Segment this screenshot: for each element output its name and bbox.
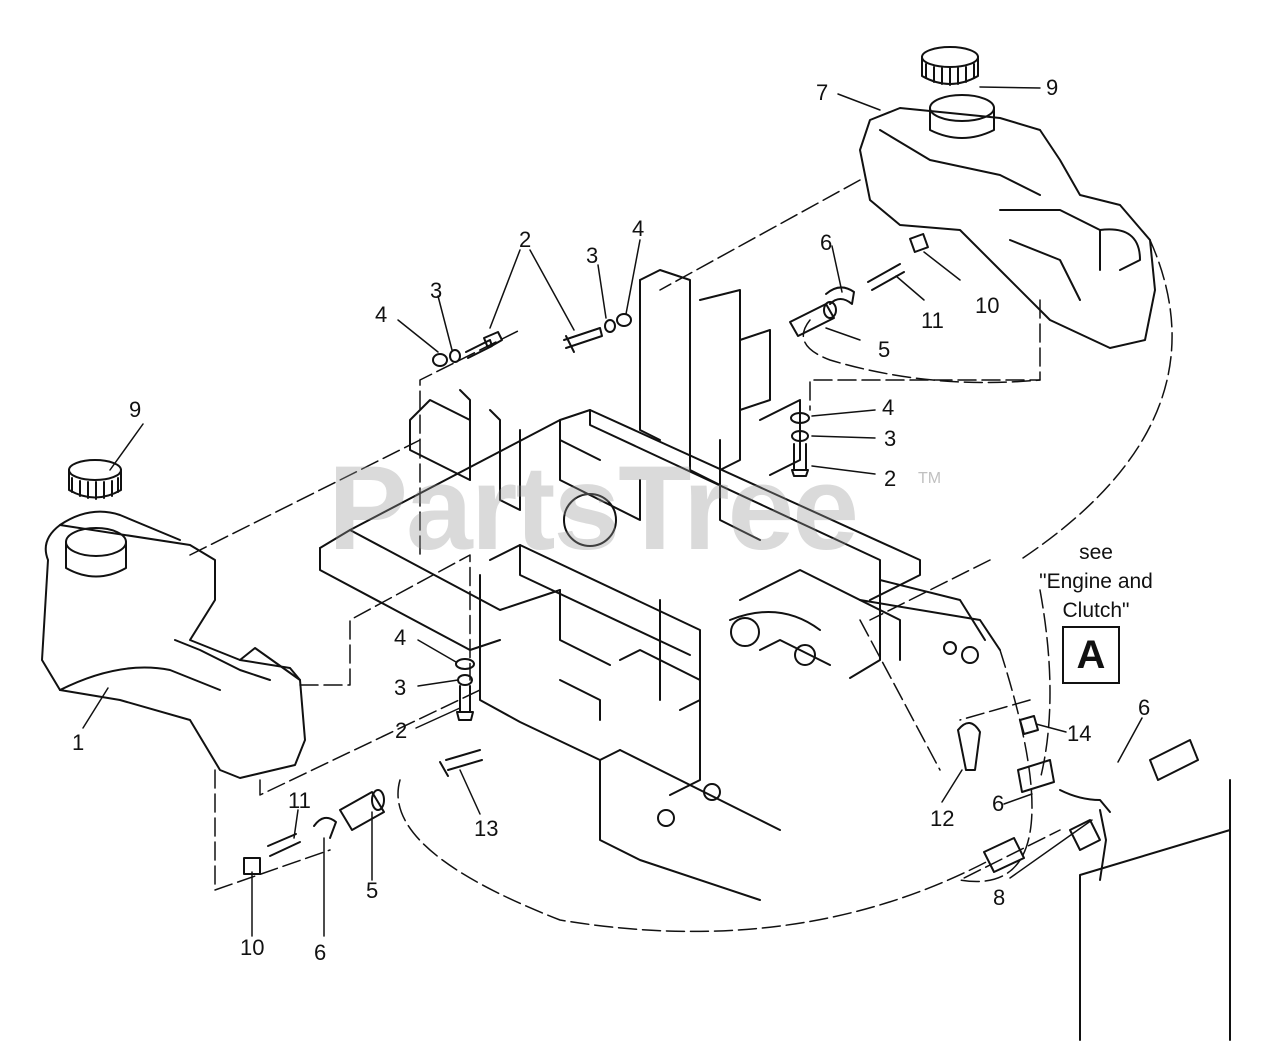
right-fuel-line-parts (789, 233, 929, 337)
callout-3: 3 (586, 243, 599, 268)
leader-lines (82, 86, 1143, 937)
right-fuel-cap (921, 46, 979, 86)
callout-14: 14 (1067, 721, 1092, 746)
callout-3: 3 (884, 426, 897, 451)
callout-6: 6 (1138, 695, 1151, 720)
callout-12: 12 (930, 806, 955, 831)
callout-1: 1 (72, 730, 85, 755)
callout-4: 4 (394, 625, 407, 650)
callout-3: 3 (394, 675, 407, 700)
mower-frame (319, 269, 1001, 901)
upper-left-bolts (432, 313, 632, 367)
callout-2: 2 (884, 466, 897, 491)
callout-5: 5 (878, 337, 891, 362)
side-panel (1079, 779, 1231, 1041)
callout-11: 11 (921, 308, 944, 333)
callout-4: 4 (632, 216, 645, 241)
left-fuel-cap (68, 459, 122, 500)
see-line-3: Clutch" (1062, 599, 1130, 622)
callout-13: 13 (474, 816, 499, 841)
callout-9: 9 (1046, 75, 1059, 100)
upper-right-bolts (790, 412, 810, 477)
callout-5: 5 (366, 878, 379, 903)
trademark-mark: TM (918, 470, 942, 487)
callout-6: 6 (820, 230, 833, 255)
callout-2: 2 (519, 227, 532, 252)
callout-7: 7 (816, 80, 829, 105)
callout-8: 8 (993, 885, 1006, 910)
callout-4: 4 (375, 302, 388, 327)
callout-4: 4 (882, 395, 895, 420)
callout-2: 2 (395, 718, 408, 743)
see-reference-note: see "Engine and Clutch" (1008, 538, 1184, 625)
shutoff-valve-assembly (957, 715, 1199, 881)
left-fuel-line-parts (243, 789, 385, 875)
right-fuel-tank (859, 94, 1156, 349)
see-line-1: see (1079, 541, 1113, 564)
phantom-lines (189, 179, 1173, 933)
callout-6: 6 (314, 940, 327, 965)
callout-3: 3 (430, 278, 443, 303)
callout-10: 10 (240, 935, 265, 960)
callout-10: 10 (975, 293, 1000, 318)
partstree-watermark: PartsTree (328, 441, 859, 575)
left-fuel-tank (41, 510, 306, 779)
center-bolts (439, 658, 483, 777)
reference-box-a: A (1062, 626, 1120, 684)
see-line-2: "Engine and (1039, 570, 1153, 593)
callout-6: 6 (992, 791, 1005, 816)
callout-9: 9 (129, 397, 142, 422)
callout-11: 11 (288, 788, 311, 813)
